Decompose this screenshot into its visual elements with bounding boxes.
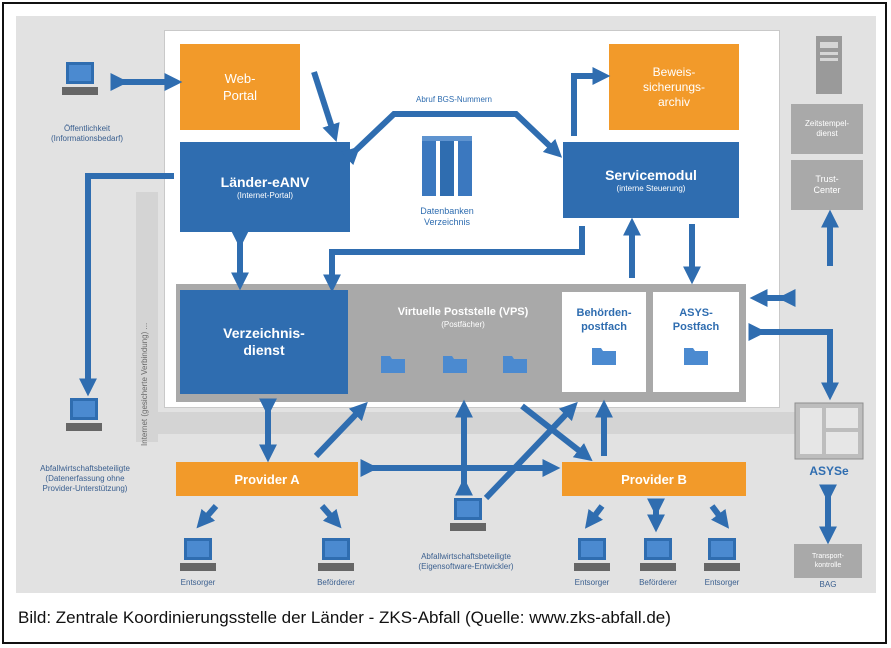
service-title: Servicemodul (605, 166, 697, 183)
computer-icon (638, 536, 678, 579)
trust-label: Trust- Center (813, 174, 841, 195)
datenbanken-label: Datenbanken Verzeichnis (420, 206, 474, 227)
computer-icon (60, 60, 100, 103)
entsorger-label: Entsorger (574, 578, 610, 587)
laender-eanv-box: Länder-eANV (Internet-Portal) (180, 142, 350, 232)
asyse-label: ASYSe (809, 464, 849, 478)
arrow (319, 504, 342, 529)
arrow (709, 504, 730, 529)
folder-icon (502, 352, 528, 379)
asys-postfach-box: ASYS- Postfach (653, 292, 739, 392)
abfall-center-label: Abfallwirtschaftsbeteiligte (Eigensoftwa… (418, 552, 514, 571)
folder-icon (592, 348, 616, 365)
server-icon (814, 34, 844, 101)
internet-strip (136, 192, 158, 442)
arrow (748, 323, 839, 401)
computer-icon (316, 536, 356, 579)
computer-icon (178, 536, 218, 579)
computer-icon (448, 496, 488, 539)
provider-a-label: Provider A (234, 471, 300, 487)
behoerdenpostfach-box: Behörden- postfach (562, 292, 646, 392)
transport-label: Transport- kontrolle (811, 553, 845, 569)
transportkontrolle-box: Transport- kontrolle (794, 544, 862, 578)
provider-b-label: Provider B (621, 471, 687, 487)
arrow-layer (79, 67, 839, 545)
figure-caption: Bild: Zentrale Koordinierungsstelle der … (18, 608, 671, 627)
behoerden-label: Behörden- postfach (576, 307, 632, 333)
beweis-box: Beweis- sicherungs- archiv (609, 44, 739, 130)
abruf-label: Abruf BGS-Nummern (415, 95, 493, 104)
befoerderer-label: Beförderer (317, 578, 355, 587)
arrow (323, 226, 585, 293)
laender-title: Länder-eANV (220, 173, 310, 190)
internet-strip-bottom (136, 412, 836, 434)
zeitstempel-box: Zeitstempel- dienst (791, 104, 863, 154)
zeitstempel-label: Zeitstempel- dienst (804, 119, 849, 138)
arrow (584, 504, 605, 529)
arrow (340, 111, 563, 166)
entsorger-label: Entsorger (704, 578, 740, 587)
provider-a-box: Provider A (176, 462, 358, 496)
folder-icon (380, 352, 406, 379)
architecture-diagram: Web- Portal Beweis- sicherungs- archiv L… (16, 16, 876, 593)
befoerderer-label: Beförderer (639, 578, 677, 587)
asys-postfach-label: ASYS- Postfach (672, 307, 720, 333)
arrow (311, 71, 340, 142)
vps-title: Virtuelle Poststelle (VPS) (397, 306, 529, 318)
arrow (483, 401, 578, 501)
verzeichnisdienst-box: Verzeichnis- dienst (180, 290, 348, 394)
provider-b-box: Provider B (562, 462, 746, 496)
bag-label: BAG (819, 580, 837, 589)
beweis-label: Beweis- sicherungs- archiv (642, 64, 706, 109)
arrow (79, 173, 174, 397)
arrow (313, 401, 368, 459)
vps-sub: (Postfächer) (441, 320, 485, 329)
trust-center-box: Trust- Center (791, 160, 863, 210)
folder-icon (684, 348, 708, 365)
arrow (520, 403, 593, 462)
web-portal-box: Web- Portal (180, 44, 300, 130)
folder-icon (442, 352, 468, 379)
computer-icon (64, 396, 104, 439)
servicemodul-box: Servicemodul (interne Steuerung) (563, 142, 739, 218)
verzeichnis-label: Verzeichnis- dienst (223, 325, 305, 358)
oeffentlichkeit-label: Öffentlichkeit (Informationsbedarf) (50, 124, 124, 143)
arrow (196, 504, 219, 529)
web-portal-label: Web- Portal (223, 71, 257, 103)
computer-icon (702, 536, 742, 579)
asyse-device-icon (794, 402, 864, 465)
entsorger-label: Entsorger (180, 578, 216, 587)
computer-icon (572, 536, 612, 579)
laender-sub: (Internet-Portal) (236, 190, 294, 200)
abfall-left-label: Abfallwirtschaftsbeteiligte (Datenerfass… (40, 464, 130, 493)
service-sub: (interne Steuerung) (616, 183, 686, 193)
arrow (571, 67, 611, 136)
